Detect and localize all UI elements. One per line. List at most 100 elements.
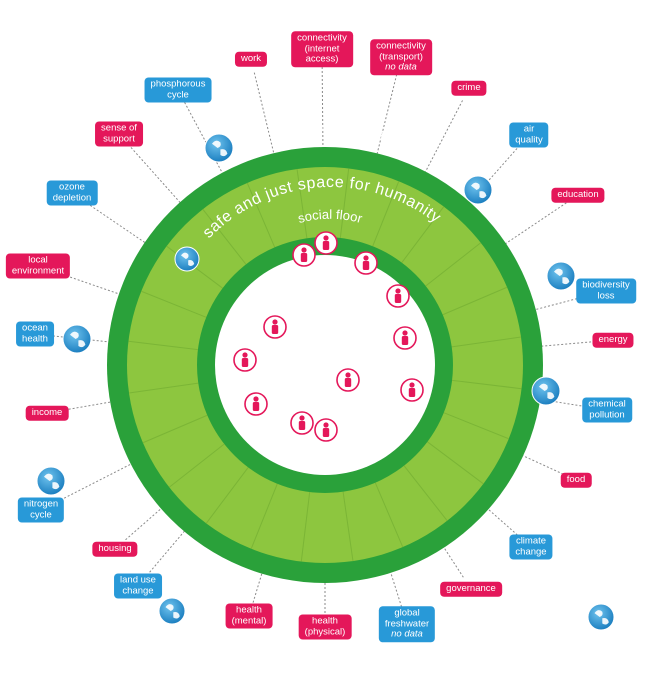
label-line: change: [515, 546, 547, 557]
label-line: depletion: [52, 192, 92, 203]
segment-divider: [300, 492, 311, 562]
label-line: change: [122, 585, 154, 596]
no-data-note: no data: [385, 61, 417, 73]
label-line: global: [394, 607, 420, 619]
ring-segment-dividers: [128, 168, 522, 562]
label-line: sense of: [101, 122, 137, 134]
segment-divider: [401, 206, 445, 263]
label-line: local: [28, 254, 48, 266]
label-connectivity-transport: connectivity(transport)no data: [370, 39, 432, 75]
label-line: freshwater: [384, 617, 430, 629]
segment-divider: [142, 414, 208, 444]
globe-icon: [174, 246, 200, 272]
label-line: energy: [598, 333, 628, 345]
globe-markers: [36, 133, 615, 631]
label-income: income: [25, 405, 69, 421]
label-food: food: [560, 472, 592, 488]
label-line: pollution: [589, 409, 625, 420]
label-health-physical: health(physical): [298, 614, 352, 640]
label-line: connectivity: [376, 40, 426, 52]
connector-line: [443, 383, 594, 409]
label-line: income: [31, 406, 63, 418]
label-line: (physical): [304, 626, 346, 637]
person-icon: [400, 378, 424, 402]
label-energy: energy: [592, 332, 634, 348]
label-line: quality: [515, 134, 543, 145]
segment-divider: [168, 443, 225, 488]
segment-divider: [442, 286, 508, 316]
label-line: cycle: [167, 89, 189, 100]
globe-icon: [36, 466, 66, 496]
segment-divider: [250, 483, 278, 549]
segment-divider: [141, 290, 207, 318]
label-line: connectivity: [297, 32, 347, 44]
label-crime: crime: [451, 80, 487, 96]
person-markers: [233, 231, 424, 442]
label-line: (internet: [304, 42, 340, 54]
person-icon: [314, 418, 338, 442]
segment-divider: [452, 379, 522, 390]
label-line: education: [557, 188, 599, 200]
person-icon: [233, 348, 257, 372]
person-icon: [314, 231, 338, 255]
label-line: governance: [446, 582, 496, 594]
label-line: work: [240, 52, 262, 64]
label-governance: governance: [440, 581, 502, 597]
segment-divider: [372, 181, 400, 247]
segment-divider: [246, 182, 276, 248]
segment-divider: [451, 336, 522, 348]
person-icon: [290, 411, 314, 435]
segment-divider: [342, 491, 354, 562]
segment-divider: [205, 467, 249, 524]
label-line: health: [22, 333, 48, 344]
label-line: ozone: [59, 181, 85, 193]
segment-divider: [339, 168, 350, 238]
globe-icon: [463, 175, 493, 205]
person-icon: [336, 368, 360, 392]
label-line: (mental): [231, 615, 267, 626]
label-line: nitrogen: [23, 498, 59, 510]
label-education: education: [551, 187, 605, 203]
social-floor-label: social floor: [296, 207, 364, 227]
label-line: loss: [597, 290, 615, 301]
segment-divider: [427, 441, 484, 485]
label-work: work: [234, 51, 268, 67]
label-line: climate: [515, 535, 547, 547]
label-housing: housing: [92, 541, 138, 557]
globe-icon: [62, 324, 92, 354]
segment-divider: [128, 382, 199, 394]
globe-icon: [204, 133, 234, 163]
segment-divider: [443, 412, 509, 440]
segment-divider: [296, 168, 308, 239]
globe-icon: [546, 261, 576, 291]
label-line: food: [566, 473, 586, 485]
label-line: phosphorous: [150, 78, 206, 90]
label-line: cycle: [30, 509, 52, 520]
person-icon: [386, 284, 410, 308]
label-line: crime: [457, 81, 481, 93]
person-icon: [393, 326, 417, 350]
globe-icon: [158, 597, 186, 625]
label-line: (transport): [379, 50, 423, 62]
label-line: air: [523, 123, 535, 135]
environmental-ceiling-label: environmental ceiling: [256, 120, 394, 146]
inner-core: [215, 255, 435, 475]
segment-divider: [374, 482, 404, 548]
label-health-mental: health(mental): [225, 603, 273, 629]
globe-icon: [587, 603, 615, 631]
label-line: housing: [98, 542, 132, 554]
connector-line: [60, 384, 207, 412]
person-icon: [354, 251, 378, 275]
connector-line: [127, 144, 246, 276]
globe-icon: [531, 376, 561, 406]
